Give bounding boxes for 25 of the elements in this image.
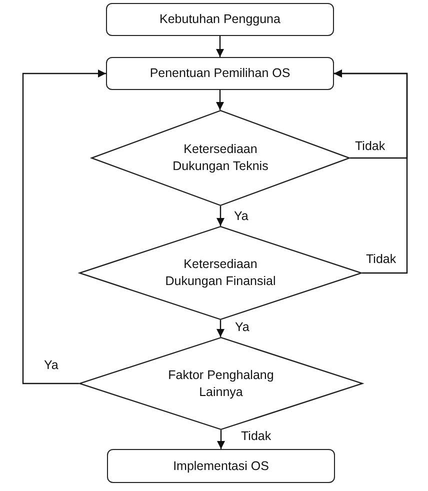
decision-label: Faktor Penghalang Lainnya xyxy=(167,366,275,400)
arrow xyxy=(216,36,224,57)
decision-diamond xyxy=(79,337,363,430)
arrow xyxy=(216,320,224,337)
step-label: Penentuan Pemilihan OS xyxy=(150,65,290,82)
arrow xyxy=(216,90,224,110)
decision-label: Ketersediaan Dukungan Finansial xyxy=(164,256,277,290)
edge-label: Ya xyxy=(234,209,248,224)
edge-label: Tidak xyxy=(366,252,396,267)
decision-label: Ketersediaan Dukungan Teknis xyxy=(172,141,270,175)
process-box xyxy=(106,3,334,36)
edge-label: Tidak xyxy=(241,429,272,444)
decision-diamond xyxy=(79,226,362,320)
process-box xyxy=(107,449,335,483)
edge-label: Tidak xyxy=(355,139,386,154)
edge-label: Ya xyxy=(44,358,58,373)
step-label: Implementasi OS xyxy=(173,458,269,474)
edge-label: Ya xyxy=(235,320,250,335)
arrow xyxy=(334,70,408,274)
arrow xyxy=(22,70,106,384)
process-box xyxy=(106,57,334,90)
step-label: Kebutuhan Pengguna xyxy=(160,11,280,28)
arrow xyxy=(216,206,224,226)
arrow xyxy=(217,430,225,449)
decision-diamond xyxy=(91,110,350,206)
